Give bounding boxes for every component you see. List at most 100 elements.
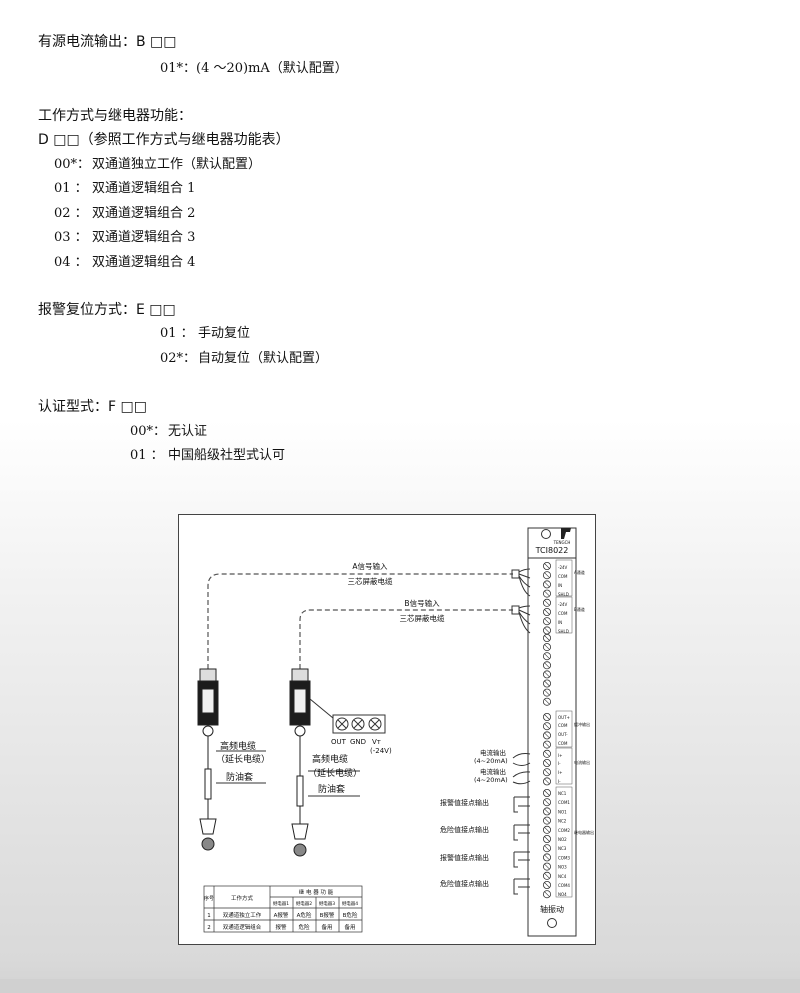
table-row2-r3: 备用 — [321, 923, 332, 931]
relay-side: 继电器输出 — [574, 829, 594, 835]
terminal-out-3: COM — [558, 741, 568, 746]
terminal-screw-slot — [544, 873, 550, 879]
option-text: 双通道独立工作（默认配置） — [92, 157, 262, 172]
terminal-screw-slot — [544, 590, 550, 597]
terminal-cur-0: I+ — [558, 753, 563, 758]
out-side: 缓冲输出 — [574, 721, 590, 727]
table-sub-1: 继电器2 — [296, 900, 312, 907]
relay-terminal-label: NC2 — [558, 819, 567, 824]
relay-label-0: 报警值接点输出 — [440, 798, 489, 807]
current-out-1-line2: (4~20mA) — [474, 757, 508, 765]
sensor-leader-right — [308, 770, 360, 797]
sensor-left-line1: 高频电缆 — [220, 740, 256, 752]
table-sub-2: 继电器3 — [319, 900, 335, 907]
option-code: 04 ： — [54, 255, 88, 270]
current-side: 电流输出 — [574, 759, 590, 765]
module-footer: 轴振动 — [540, 904, 564, 914]
table-header-group: 继 电 器 功 能 — [299, 888, 334, 896]
relay-terminal-label: NC3 — [558, 846, 567, 851]
terminal-voltage-label: (-24V) — [370, 747, 392, 755]
reset-mode-heading: 报警复位方式：E □□ — [38, 302, 176, 318]
terminal-screw-slot — [544, 854, 550, 861]
sensor-left-line3: 防油套 — [226, 771, 253, 783]
cable-a-title: A信号输入 — [352, 561, 388, 571]
sensor-right-line2: （延长电缆） — [308, 767, 362, 779]
cable-a-subtitle: 三芯屏蔽电缆 — [348, 576, 393, 586]
table-row1-no: 1 — [207, 913, 211, 919]
terminal-screw-slot — [544, 769, 550, 775]
option-text: 双通道逻辑组合 3 — [92, 230, 196, 245]
relay-terminal-label: NO1 — [558, 809, 567, 814]
terminal-screw-slot — [544, 563, 550, 569]
output-heading: 有源电流输出：B □□ — [38, 34, 177, 50]
option-code: 02 ： — [54, 206, 88, 221]
cable-b-subtitle: 三芯屏蔽电缆 — [400, 613, 445, 623]
module-body — [527, 527, 577, 937]
terminal-screw-slot — [544, 662, 550, 669]
cable-b-title: B信号输入 — [404, 598, 440, 608]
table-row1-r4: B危险 — [343, 911, 358, 919]
terminal-label-box-b — [555, 596, 573, 634]
current-out-2-line1: 电流输出 — [480, 767, 506, 776]
mount-hole-top — [541, 529, 551, 539]
sensor-left-line2: （延长电缆） — [216, 753, 270, 765]
terminal-cur-3: I- — [558, 779, 561, 784]
cable-b-termination — [511, 605, 531, 634]
relay-terminal-label: COM2 — [558, 828, 570, 833]
terminal-screw-slot — [544, 627, 550, 634]
terminal-screw-slot — [544, 635, 550, 641]
sensor-right — [289, 668, 311, 857]
option-code: 01*： — [160, 61, 197, 76]
table-header-seq: 序号 — [204, 895, 214, 902]
terminal-screw-slot — [544, 644, 550, 650]
terminal-screw-slot — [544, 751, 550, 757]
option-text: 双通道逻辑组合 2 — [92, 206, 196, 221]
table-row2-no: 2 — [207, 925, 211, 931]
table-row1-mode: 双通道独立工作 — [223, 911, 262, 919]
terminal-screw-slot — [544, 698, 550, 705]
terminal-gnd-label: GND — [350, 738, 366, 746]
option-code: 02*： — [160, 351, 197, 366]
terminal-screw-slot — [544, 618, 550, 624]
terminal-screw-slot — [544, 808, 550, 815]
relay-terminal-label: NO2 — [558, 837, 567, 842]
relay-function-table — [203, 885, 363, 933]
terminal-a-1: COM — [558, 574, 568, 579]
terminal-screw-slot — [544, 760, 550, 766]
channel-a-side: A通道 — [574, 569, 585, 575]
option-text: 双通道逻辑组合 1 — [92, 181, 196, 196]
relay-wires — [513, 796, 530, 895]
terminal-screw-slot — [544, 723, 550, 729]
terminal-screw-slot — [544, 741, 550, 748]
relay-label-1: 危险值接点输出 — [440, 825, 489, 834]
work-mode-heading: 工作方式与继电器功能： — [38, 108, 192, 124]
terminal-screw-slot — [544, 680, 550, 687]
relay-terminal-label: COM4 — [558, 883, 570, 888]
option-text: 手动复位 — [198, 326, 251, 341]
terminal-out-1: COM — [558, 723, 568, 728]
terminal-screw-slot — [544, 572, 550, 578]
option-code: 00*： — [54, 157, 91, 172]
relay-terminal-label: NO3 — [558, 865, 567, 870]
table-row1-r1: A报警 — [274, 911, 289, 919]
option-text: 双通道逻辑组合 4 — [92, 255, 196, 270]
relay-terminal-label: NO4 — [558, 892, 567, 897]
terminal-screw-slot — [544, 863, 550, 870]
table-row2-mode: 双通道逻辑组合 — [223, 923, 262, 931]
terminal-screw-slot — [544, 714, 550, 720]
terminal-screw-slot — [544, 609, 550, 615]
option-text: 自动复位（默认配置） — [198, 351, 329, 366]
table-row1-r2: A危险 — [297, 911, 312, 919]
table-header-mode: 工作方式 — [231, 894, 254, 902]
cable-a-path — [207, 573, 513, 669]
option-code: 01 ： — [130, 448, 164, 463]
wiring-diagram: TENGCH TCI8022 A通道 B通道 -24V COM IN SHLD … — [178, 514, 596, 945]
terminal-screw-slot — [544, 653, 550, 659]
terminal-b-0: -24V — [558, 602, 568, 607]
terminal-screw-slot — [544, 581, 550, 588]
terminal-label-box-out — [555, 710, 573, 748]
terminal-column — [542, 562, 551, 899]
option-text: 中国船级社型式认可 — [168, 448, 286, 463]
terminal-screw-slot — [544, 778, 550, 785]
terminal-label-box-current — [555, 747, 573, 785]
